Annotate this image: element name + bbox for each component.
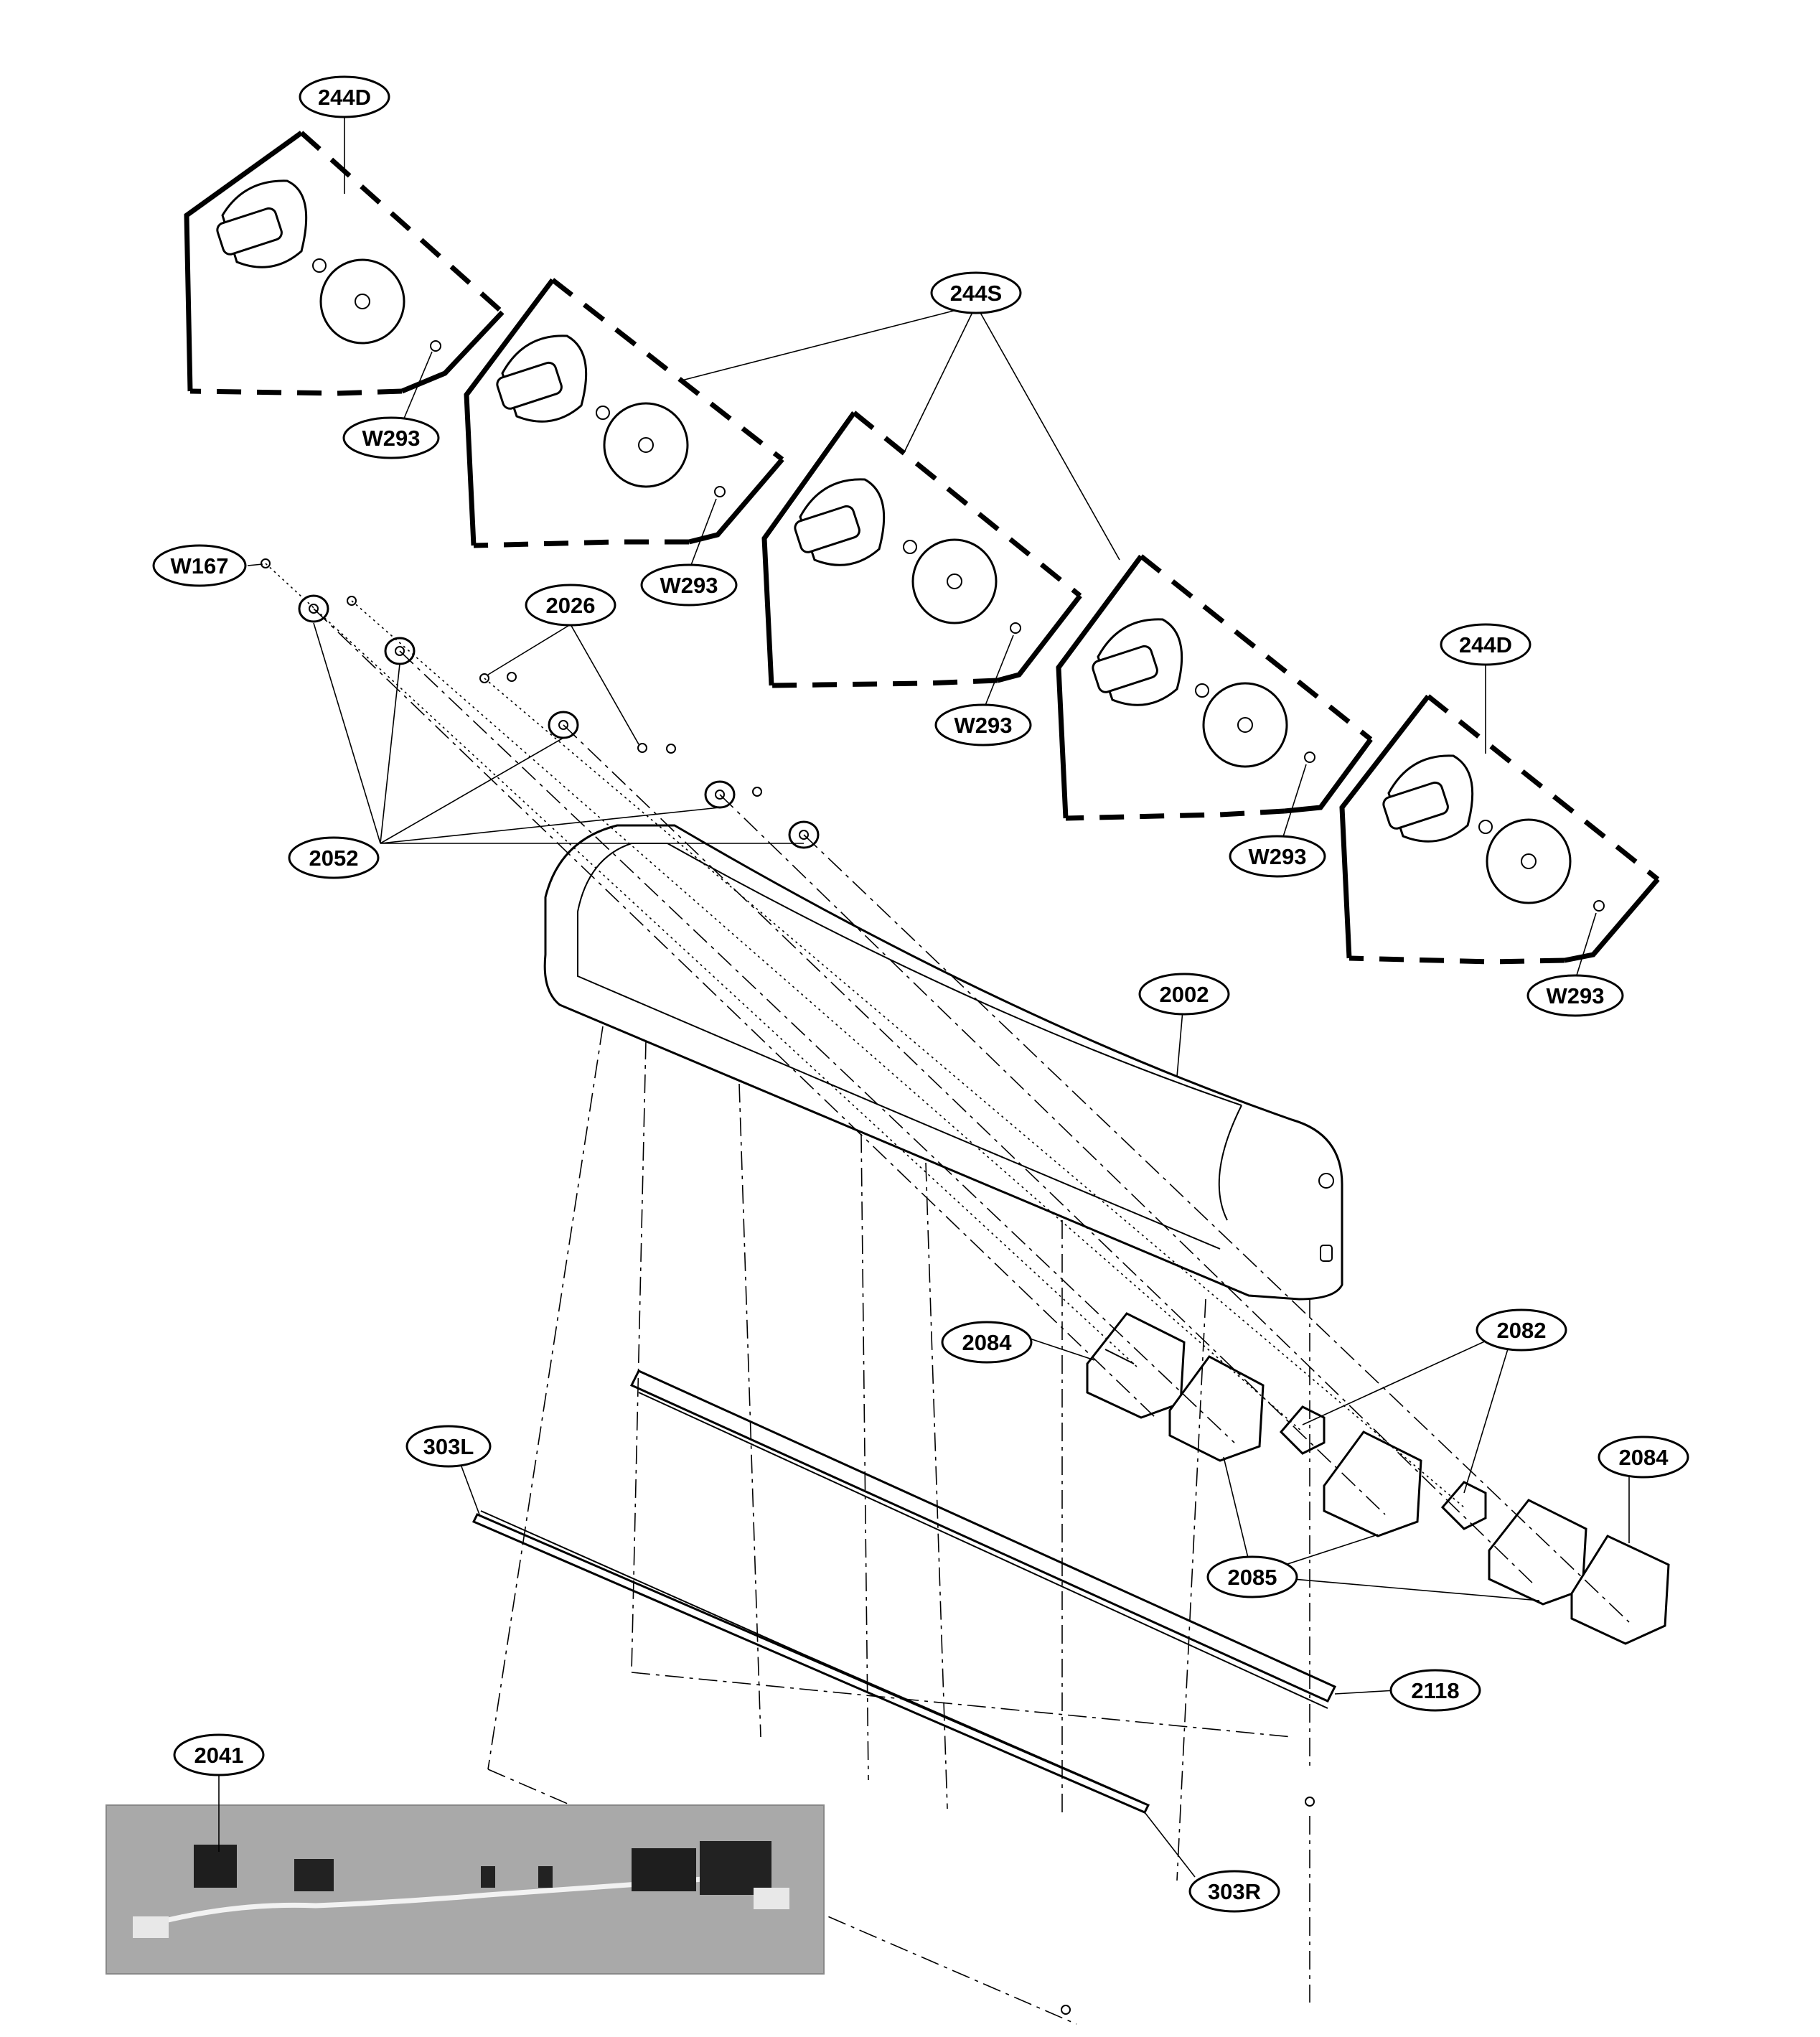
control-panel-2002 bbox=[543, 824, 1343, 1301]
switch-2085-a bbox=[1168, 1355, 1265, 1462]
svg-text:244D: 244D bbox=[318, 85, 371, 110]
callout-303r: 303R bbox=[1188, 1870, 1280, 1913]
switch-2084-right bbox=[1570, 1535, 1670, 1645]
callout-2082: 2082 bbox=[1476, 1308, 1567, 1352]
callout-2002: 2002 bbox=[1138, 973, 1230, 1016]
svg-text:W293: W293 bbox=[1547, 983, 1605, 1008]
knob-group-244d-right bbox=[1339, 694, 1660, 965]
svg-text:303L: 303L bbox=[423, 1434, 474, 1459]
callout-w293-5: W293 bbox=[1526, 974, 1624, 1017]
svg-text:2085: 2085 bbox=[1228, 1565, 1277, 1590]
callout-244d-top: 244D bbox=[299, 75, 390, 118]
knob-group-244s-1 bbox=[464, 278, 784, 548]
callout-244s: 244S bbox=[930, 271, 1022, 314]
svg-text:W293: W293 bbox=[954, 713, 1013, 738]
trim-strip-303 bbox=[472, 1510, 1150, 1814]
svg-text:2052: 2052 bbox=[309, 846, 359, 871]
assembly-lines bbox=[265, 563, 1630, 2025]
callout-2026: 2026 bbox=[525, 584, 616, 627]
svg-text:244D: 244D bbox=[1459, 632, 1512, 657]
knob-group-244s-3 bbox=[1056, 554, 1373, 821]
svg-text:2082: 2082 bbox=[1497, 1318, 1547, 1343]
svg-text:2084: 2084 bbox=[962, 1330, 1013, 1355]
svg-text:2084: 2084 bbox=[1619, 1445, 1669, 1470]
callout-303l: 303L bbox=[405, 1425, 492, 1468]
callout-2085: 2085 bbox=[1206, 1555, 1298, 1598]
switch-2085-b bbox=[1323, 1430, 1422, 1537]
knob-group-244d-left bbox=[184, 131, 505, 396]
svg-text:W293: W293 bbox=[362, 426, 421, 451]
callout-2052: 2052 bbox=[288, 836, 380, 879]
callout-2084-left: 2084 bbox=[941, 1321, 1033, 1364]
callout-w293-2: W293 bbox=[640, 563, 738, 607]
screws-w293 bbox=[430, 340, 1605, 912]
callout-2118: 2118 bbox=[1389, 1669, 1481, 1712]
wire-harness-photo-2041 bbox=[105, 1804, 825, 1975]
callout-w167: W167 bbox=[152, 544, 247, 587]
svg-text:W293: W293 bbox=[660, 573, 718, 598]
leader-lines bbox=[218, 115, 1630, 1878]
svg-text:W293: W293 bbox=[1249, 844, 1307, 869]
svg-text:2118: 2118 bbox=[1411, 1678, 1459, 1703]
svg-text:2026: 2026 bbox=[546, 593, 596, 618]
callout-244d-right: 244D bbox=[1440, 623, 1531, 666]
svg-text:303R: 303R bbox=[1208, 1879, 1261, 1904]
switch-2082-a bbox=[1279, 1405, 1326, 1455]
callout-w293-3: W293 bbox=[934, 703, 1032, 746]
svg-text:2041: 2041 bbox=[194, 1743, 244, 1768]
callout-w293-1: W293 bbox=[342, 416, 440, 459]
svg-text:W167: W167 bbox=[171, 553, 229, 579]
bracket-2118 bbox=[629, 1369, 1337, 1709]
callout-2041: 2041 bbox=[173, 1733, 265, 1776]
switch-2085-c bbox=[1488, 1499, 1587, 1606]
callout-2084-right: 2084 bbox=[1598, 1436, 1689, 1479]
switch-2082-b bbox=[1440, 1481, 1487, 1530]
svg-text:2002: 2002 bbox=[1160, 982, 1209, 1007]
knob-group-244s-2 bbox=[761, 411, 1082, 688]
svg-text:244S: 244S bbox=[950, 281, 1002, 306]
callout-w293-4: W293 bbox=[1229, 835, 1326, 878]
